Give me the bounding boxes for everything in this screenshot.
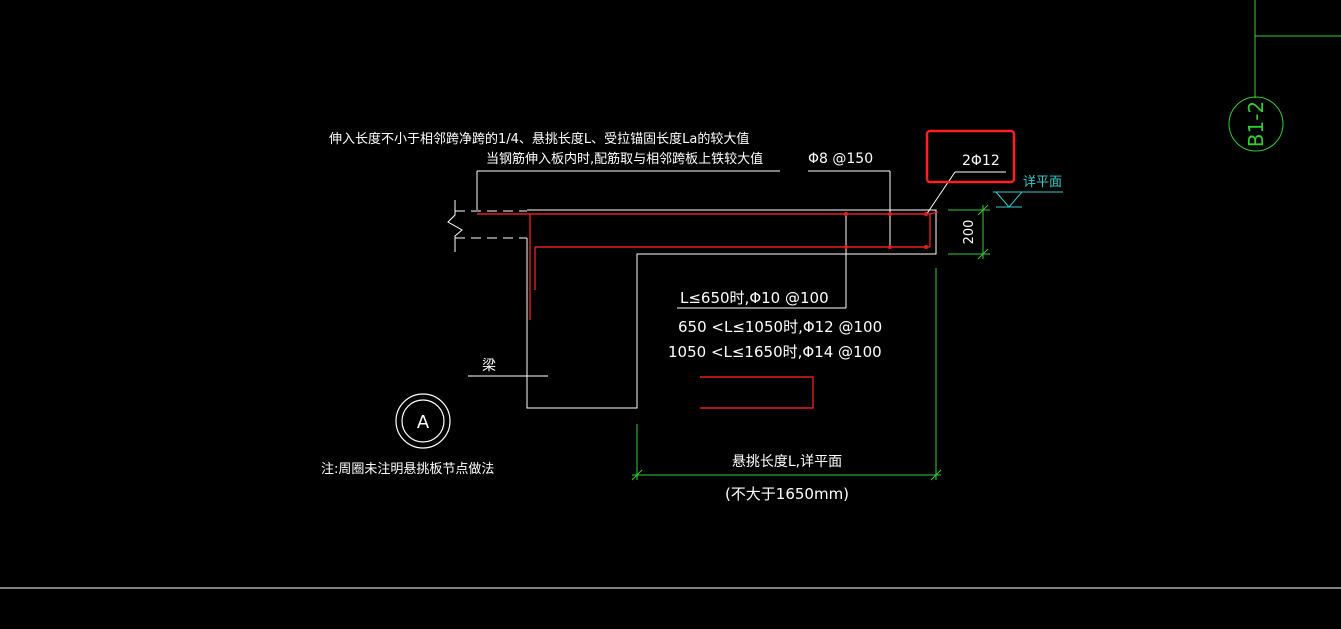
- dimension-lines: [631, 204, 990, 481]
- slab-beam-outline: [447, 170, 1006, 409]
- detail-marker: [395, 393, 451, 449]
- rebar-rule-2: 650 <L≤1050时,Φ12 @100: [678, 318, 882, 336]
- rebar-lines: [477, 211, 939, 409]
- cantilever-length-label: 悬挑长度L,详平面: [732, 454, 842, 470]
- grid-marker-label: B1-2: [1244, 101, 1268, 147]
- top-distribution-label: Φ8 @150: [808, 151, 873, 167]
- bottom-note: 注:周圈未注明悬挑板节点做法: [321, 462, 494, 477]
- max-length-label: (不大于1650mm): [725, 485, 849, 503]
- grid-axis: [1228, 0, 1341, 152]
- edge-bars-label[interactable]: 2Φ12: [962, 153, 1000, 169]
- grid-bubble: [1228, 96, 1284, 152]
- extension-note-1: 伸入长度不小于相邻跨净跨的1/4、悬挑长度L、受拉锚固长度La的较大值: [329, 131, 749, 147]
- highlight-box[interactable]: [925, 129, 1016, 184]
- extension-note-2: 当钢筋伸入板内时,配筋取与相邻跨板上铁较大值: [486, 151, 763, 167]
- detail-marker-label: A: [417, 412, 430, 433]
- beam-label: 梁: [482, 358, 496, 374]
- thickness-label: 200: [962, 220, 977, 245]
- rebar-dots: [844, 212, 928, 249]
- level-mark: [993, 191, 1063, 208]
- see-plan-label: 详平面: [1023, 175, 1062, 190]
- rebar-rule-1: L≤650时,Φ10 @100: [680, 289, 829, 307]
- rebar-rule-3: 1050 <L≤1650时,Φ14 @100: [668, 343, 882, 361]
